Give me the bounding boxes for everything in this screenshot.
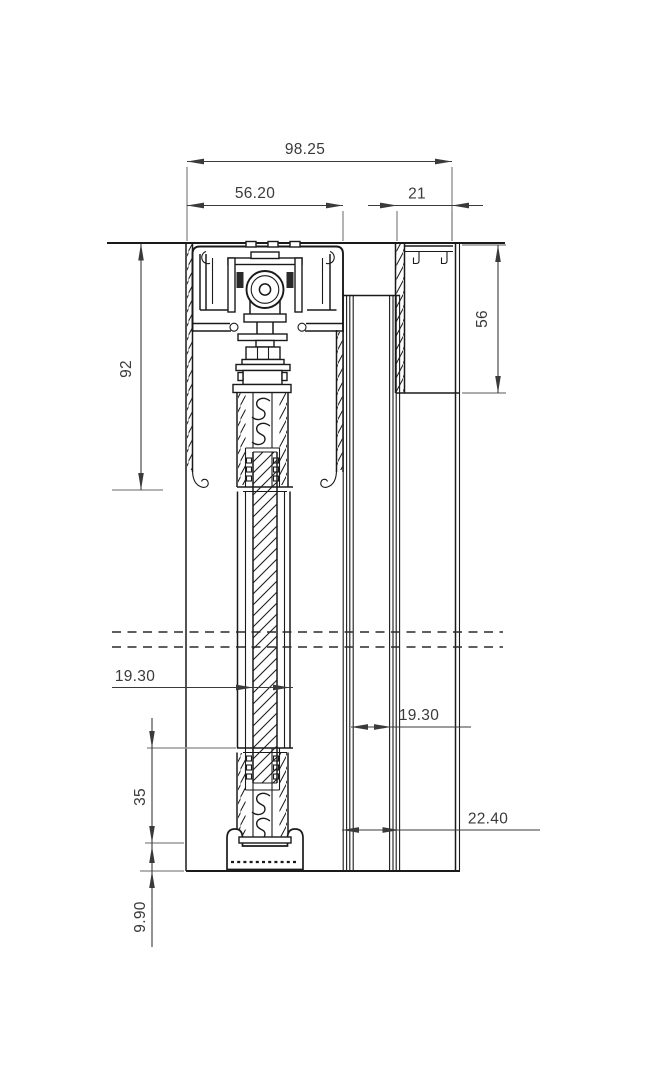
dim-fixed-panel-gap: 19.30: [351, 707, 471, 730]
dim-floor-clearance: 9.90: [132, 843, 184, 947]
right-wall-cladding: [320, 330, 344, 488]
dim-track-assembly-width: 56.20: [187, 185, 344, 241]
clip-hook: [440, 251, 448, 265]
dim-label-jamb-width: 21: [408, 186, 426, 203]
flange-bead: [229, 322, 239, 332]
door-glass-panel: [236, 451, 291, 784]
dim-label-floor-clearance: 9.90: [132, 901, 149, 932]
cladding-end-hook: [320, 469, 338, 488]
dim-label-glass-thickness: 19.30: [115, 668, 155, 685]
guide-pad: [286, 272, 294, 288]
mounting-tab: [267, 240, 279, 248]
flange-bead: [297, 322, 307, 332]
roller-wheel: [245, 270, 285, 309]
dim-fixed-panel-thickness: 22.40: [342, 811, 540, 833]
dim-label-jamb-height: 56: [474, 310, 491, 328]
dim-door-glass-thickness: 19.30: [112, 668, 293, 691]
break-lines: [112, 631, 503, 648]
clip-hook: [412, 251, 420, 265]
screw-port-curl: [201, 250, 211, 265]
dim-label-housing-height: 92: [118, 360, 135, 378]
guide-pad: [236, 272, 244, 288]
dim-label-track-width: 56.20: [235, 185, 275, 202]
floor-guide-shoe: [226, 828, 304, 871]
dim-label-rail-height: 35: [132, 788, 149, 806]
roller-carriage: [227, 251, 303, 334]
cladding-end-hook: [191, 469, 209, 488]
left-wall-cladding: [185, 243, 209, 871]
mounting-tab: [245, 240, 257, 248]
screw-channel: [251, 792, 271, 816]
hanger-bolt-assembly: [232, 333, 292, 394]
top-track-profile: [191, 240, 344, 332]
mounting-tab: [289, 240, 301, 248]
dim-label-panel-gap: 19.30: [399, 707, 439, 724]
adjustment-nut: [245, 346, 281, 361]
screw-channel: [251, 397, 271, 421]
screw-port-curl: [325, 250, 335, 265]
right-jamb-profile: [394, 243, 461, 871]
dim-bottom-rail-height: 35: [132, 718, 236, 844]
screw-channel: [251, 422, 271, 446]
dim-track-housing-height: 92: [112, 243, 163, 491]
wheel-hub: [258, 283, 272, 296]
dim-jamb-width: 21: [368, 186, 483, 241]
dim-label-overall-width: 98.25: [285, 141, 325, 158]
fixed-panel-lines: [342, 294, 401, 872]
dim-jamb-profile-height: 56: [462, 244, 506, 394]
glass-clamp-bottom: [236, 747, 293, 841]
dim-label-panel-thickness: 22.40: [468, 811, 508, 828]
